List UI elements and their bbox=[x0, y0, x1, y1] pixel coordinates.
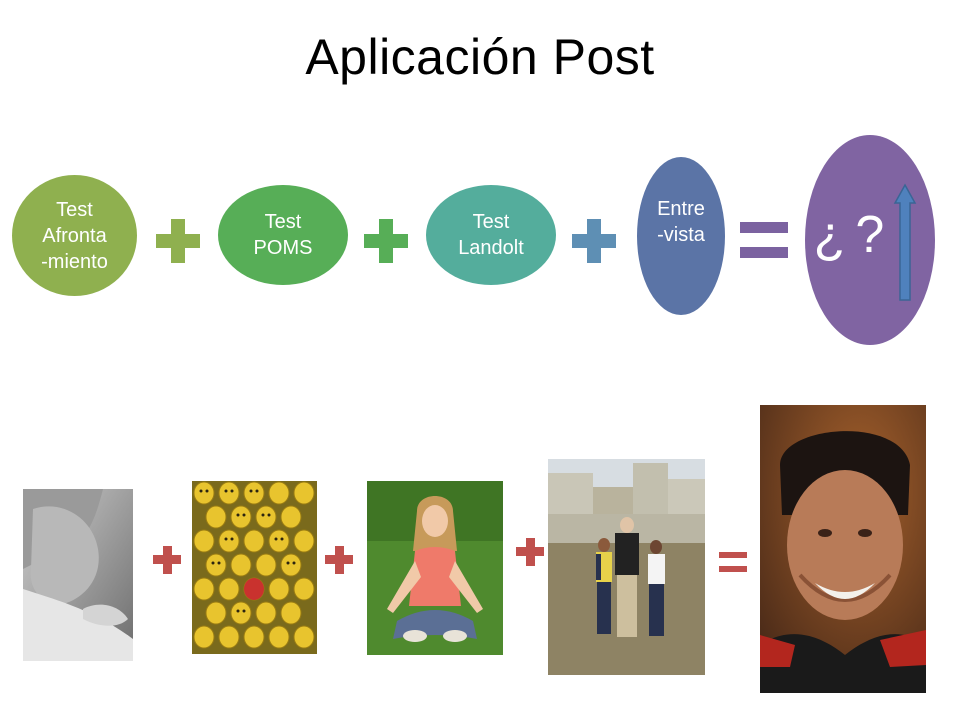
plus-sign-3 bbox=[572, 219, 616, 263]
smiling-man-photo bbox=[760, 405, 926, 693]
plus-sign-1 bbox=[156, 219, 200, 263]
sad-person-photo bbox=[23, 489, 133, 661]
plus-sign-5 bbox=[325, 546, 353, 574]
ellipse-entrevista: Entre -vista bbox=[637, 157, 725, 315]
ellipse-label: Test POMS bbox=[253, 211, 313, 259]
plus-sign-2 bbox=[364, 219, 408, 263]
ellipse-label: Entre -vista bbox=[657, 198, 705, 246]
emoji-faces-photo bbox=[192, 481, 317, 654]
meditating-girl-photo bbox=[367, 481, 503, 655]
plus-sign-4 bbox=[153, 546, 181, 574]
ellipse-test-landolt: Test Landolt bbox=[426, 185, 556, 285]
ellipse-label: Test Afronta -miento bbox=[41, 198, 108, 273]
slide-title: Aplicación Post bbox=[305, 29, 655, 85]
ellipse-label: Test Landolt bbox=[458, 211, 524, 259]
plus-sign-6 bbox=[516, 538, 544, 566]
ellipse-test-afrontamiento: Test Afronta -miento bbox=[12, 175, 137, 296]
result-label: ¿? bbox=[813, 206, 895, 265]
ellipse-result: ¿? bbox=[805, 135, 935, 345]
group-photo bbox=[548, 459, 705, 675]
equals-sign-photos bbox=[719, 552, 747, 572]
ellipse-test-poms: Test POMS bbox=[218, 185, 348, 285]
equals-sign bbox=[740, 222, 788, 258]
up-arrow-icon bbox=[893, 183, 917, 301]
